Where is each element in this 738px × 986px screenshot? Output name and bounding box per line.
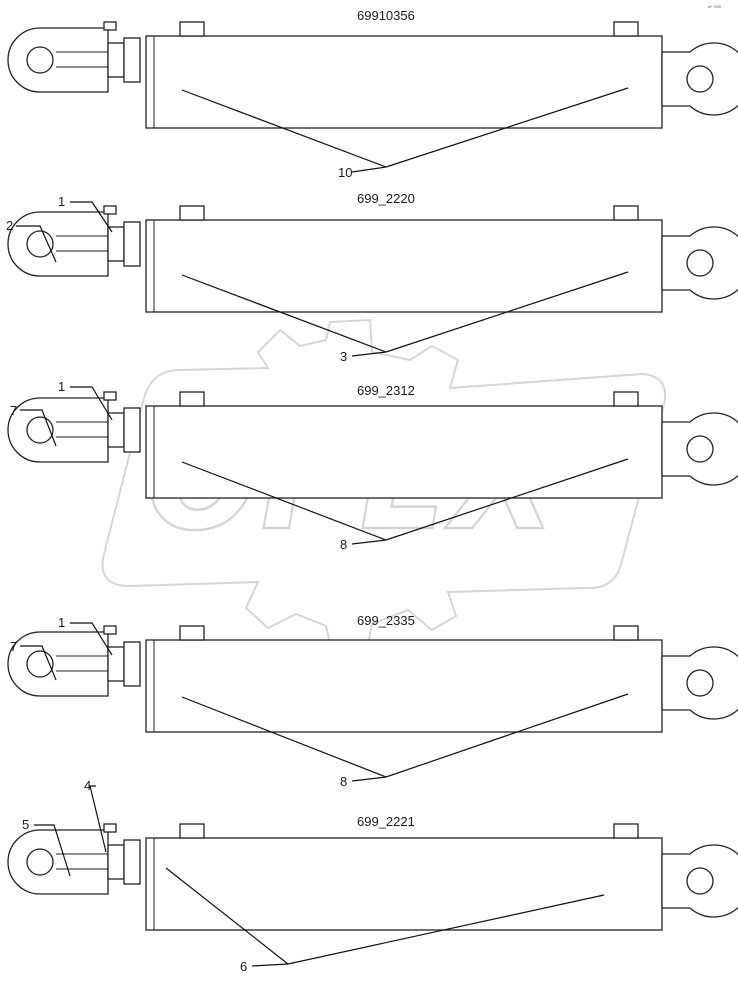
part-number-label: 699_2312 <box>357 383 415 398</box>
callout-8: 8 <box>340 537 347 552</box>
part-number-label: 69910356 <box>357 8 415 23</box>
callout-4: 4 <box>84 778 91 793</box>
cylinder-699-2335: 699_2335 8 1 7 <box>7 613 738 789</box>
cylinder-699-2221: 699_2221 6 4 5 <box>7 778 738 974</box>
callout-1: 1 <box>58 615 65 630</box>
callout-2: 2 <box>6 218 13 233</box>
part-number-label: 699_2221 <box>357 814 415 829</box>
callout-1: 1 <box>58 194 65 209</box>
callout-6: 6 <box>240 959 247 974</box>
part-number-label: 699_2220 <box>357 191 415 206</box>
cylinder-699-2220: 699_2220 3 1 2 <box>6 191 738 364</box>
callout-1: 1 <box>58 379 65 394</box>
callout-3: 3 <box>340 349 347 364</box>
cylinder-69910356: 69910356 10 <box>7 8 738 180</box>
cylinder-699-2312: 699_2312 8 1 7 <box>7 379 738 552</box>
callout-5: 5 <box>22 817 29 832</box>
part-number-label: 699_2335 <box>357 613 415 628</box>
callout-10: 10 <box>338 165 352 180</box>
callout-8: 8 <box>340 774 347 789</box>
callout-7: 7 <box>10 403 17 418</box>
corner-mark: ᵃᶠ ⁰⁰⁰ <box>708 5 722 12</box>
callout-7: 7 <box>10 639 17 654</box>
